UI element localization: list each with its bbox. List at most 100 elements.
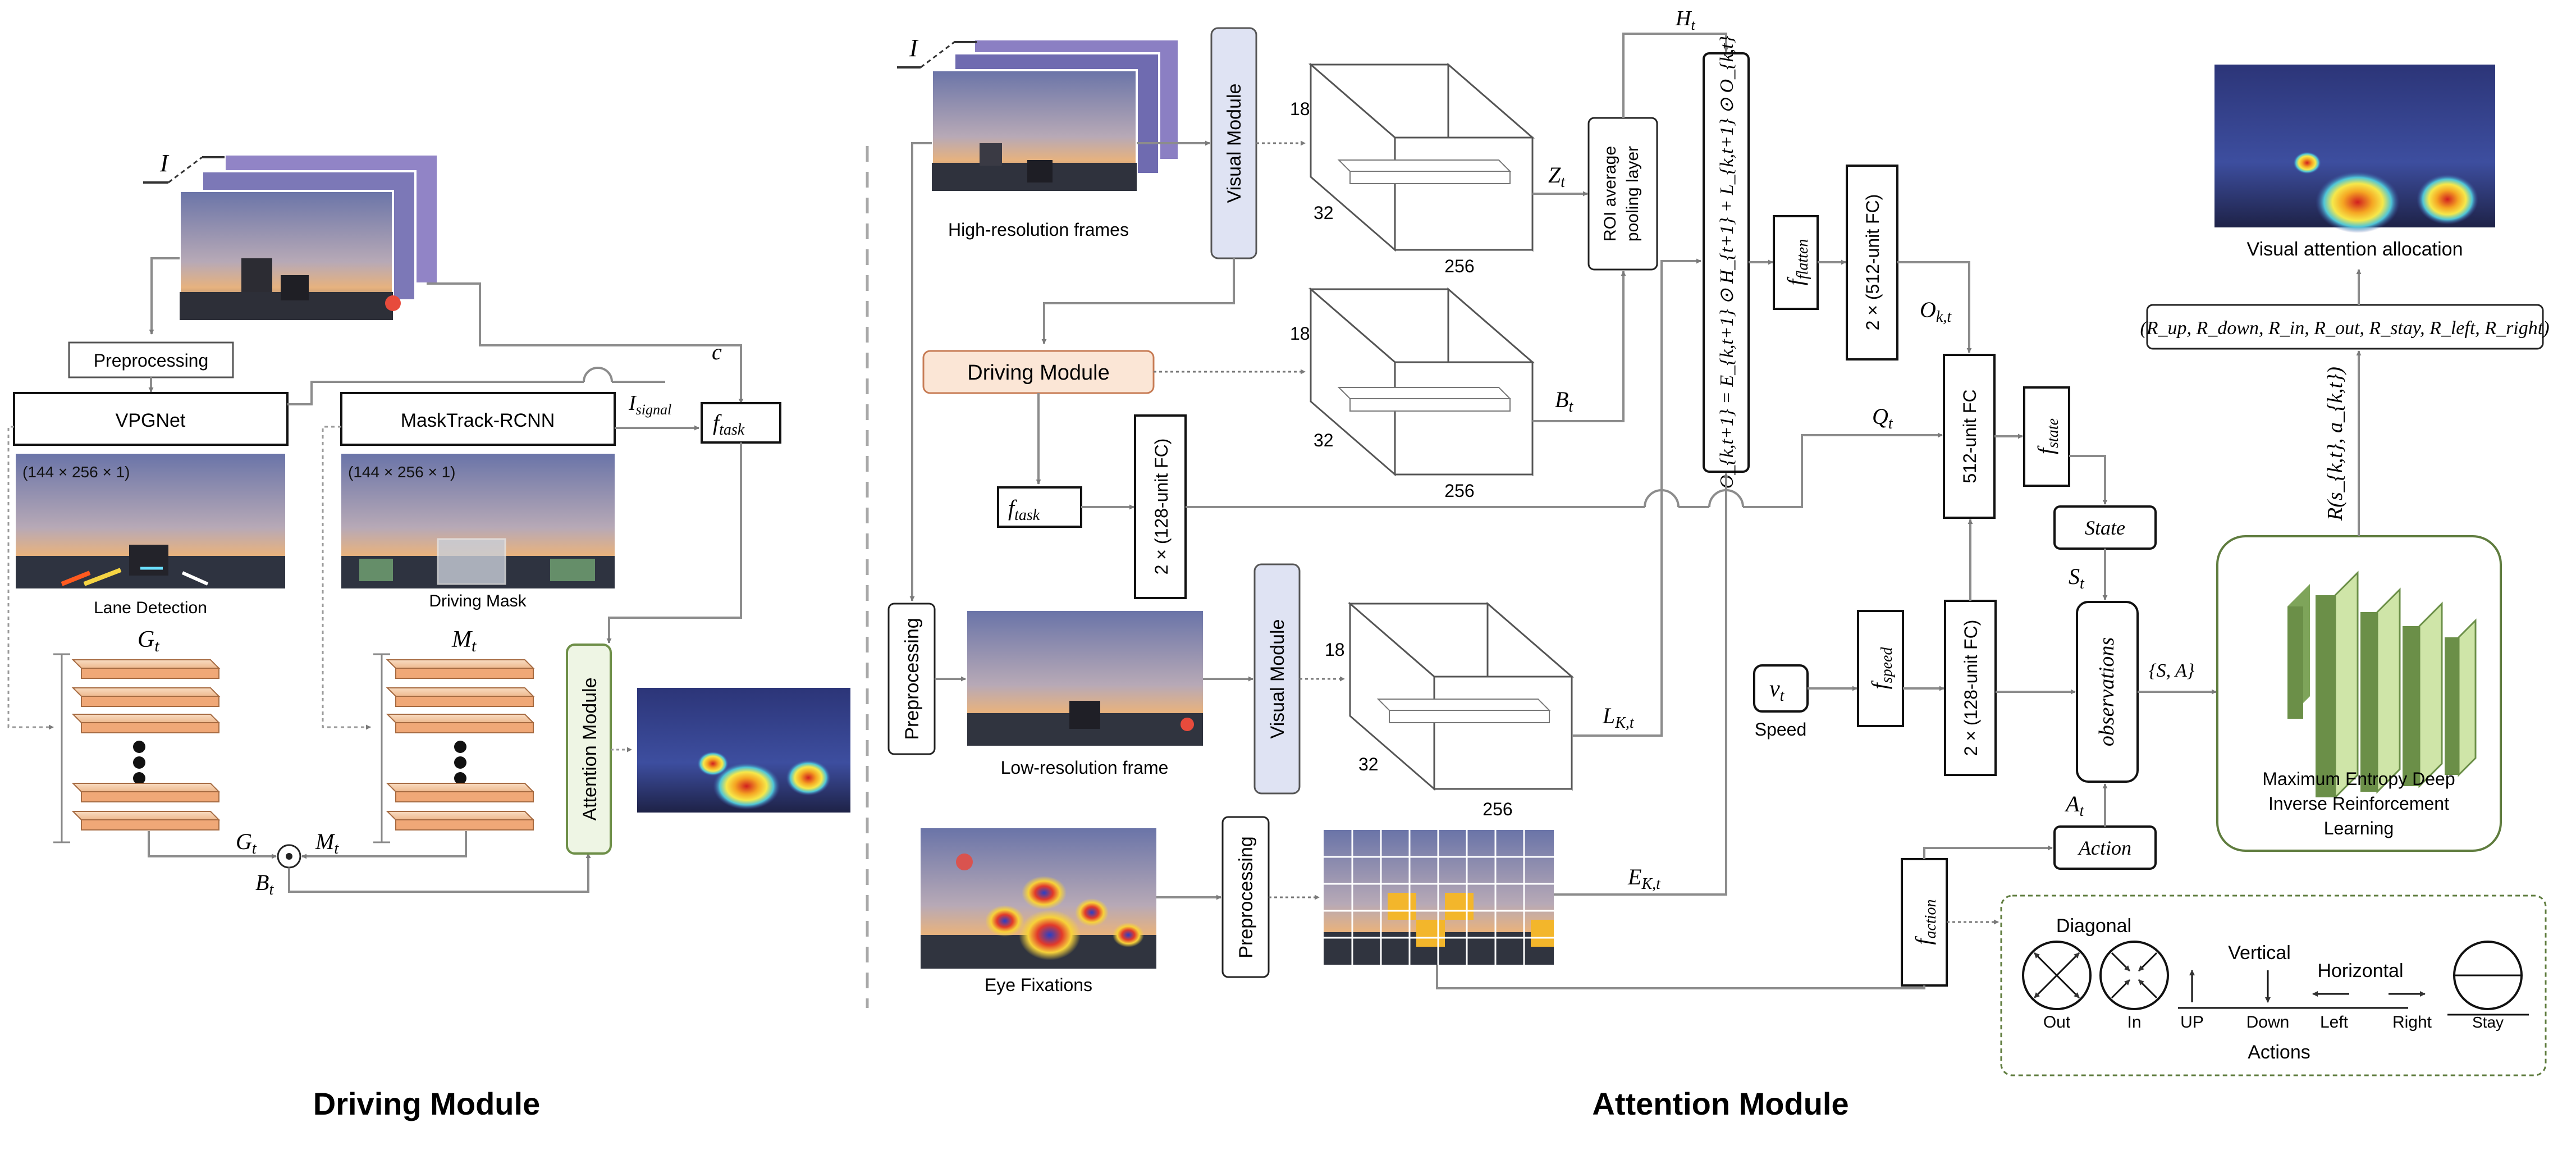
- legend-in: In: [2127, 1013, 2141, 1032]
- eye-caption: Eye Fixations: [985, 975, 1092, 995]
- sa-label: {S, A}: [2149, 660, 2195, 681]
- feature-cube-middle: [1308, 287, 1535, 477]
- preprocessing-label-right: Preprocessing: [902, 618, 923, 740]
- masktrack-label: MaskTrack-RCNN: [401, 410, 555, 431]
- cube-low-height: 32: [1358, 754, 1379, 774]
- attention-module-panel: I High-resolution frames Visual Module 1…: [887, 7, 2550, 1076]
- reward-fn-label: R(s_{k,t}, a_{k,t}): [2323, 367, 2347, 521]
- legend-title: Actions: [2248, 1042, 2310, 1063]
- v-label: vt: [1769, 676, 1785, 705]
- masktrack-box: [340, 392, 616, 446]
- legend-out: Out: [2043, 1013, 2071, 1032]
- fc128-task-label: 2 × (128-unit FC): [1151, 439, 1172, 575]
- irl-network-layers: [2287, 571, 2477, 800]
- cube-low-width: 256: [1483, 799, 1512, 819]
- e-label: EK,t: [1627, 864, 1661, 893]
- c-label: c: [712, 339, 722, 364]
- feature-cube-bottom: [1347, 601, 1575, 791]
- driving-module-label-right: Driving Module: [967, 361, 1109, 385]
- input-label-left: I: [159, 149, 170, 177]
- legend-vertical: Vertical: [2228, 942, 2291, 964]
- g-bottom-label: Gt: [236, 829, 257, 857]
- lane-feature-layers: [53, 653, 221, 843]
- mask-caption: Driving Mask: [429, 592, 527, 610]
- irl-line1: Maximum Entropy Deep: [2262, 769, 2455, 789]
- high-res-frames-stack: [931, 38, 1180, 192]
- legend-diagonal: Diagonal: [2056, 915, 2131, 937]
- input-frames-stack-left: [179, 153, 439, 321]
- action-label: Action: [2078, 837, 2131, 859]
- dims-lane: (144 × 256 × 1): [22, 463, 130, 481]
- fspeed-box: [1857, 610, 1904, 727]
- fstate-label: fstate: [2033, 418, 2062, 454]
- in-action-icon: [2099, 941, 2169, 1010]
- high-res-caption: High-resolution frames: [948, 220, 1129, 240]
- driving-mask-image: [341, 454, 615, 588]
- okt-equation: O_{k,t+1} = E_{k,t+1} ⊙ H_{t+1} + L_{k,t…: [1717, 35, 1737, 489]
- vpgnet-label: VPGNet: [116, 410, 186, 431]
- s-label: St: [2069, 564, 2085, 592]
- b-bottom-label: Bt: [255, 870, 274, 898]
- roi-pooling-box: [1587, 117, 1658, 271]
- preprocessing-bottom-label: Preprocessing: [1236, 836, 1257, 958]
- cube-top-width: 256: [1444, 256, 1474, 276]
- fflatten-label: fflatten: [1783, 239, 1811, 286]
- cube-top-height: 32: [1314, 203, 1334, 223]
- roi-line1: ROI average: [1601, 146, 1619, 241]
- legend-down: Down: [2246, 1013, 2290, 1032]
- observations-label: observations: [2095, 637, 2119, 746]
- fc128-speed-label: 2 × (128-unit FC): [1961, 620, 1981, 756]
- legend-right: Right: [2392, 1013, 2432, 1032]
- m-top-label: Mt: [451, 627, 477, 655]
- fspeed-label: fspeed: [1867, 647, 1896, 690]
- z-label: Zt: [1548, 162, 1566, 191]
- preprocessing-label-left: Preprocessing: [94, 350, 209, 371]
- state-label: State: [2085, 517, 2125, 539]
- legend-horizontal: Horizontal: [2317, 960, 2403, 982]
- mask-feature-layers: [373, 653, 535, 843]
- visual-module-bottom-label: Visual Module: [1267, 619, 1288, 739]
- legend-up: UP: [2180, 1013, 2204, 1032]
- h-label: Ht: [1675, 7, 1695, 33]
- legend-left: Left: [2320, 1013, 2349, 1032]
- driving-module-title: Driving Module: [313, 1086, 540, 1121]
- roi-line2: pooling layer: [1623, 146, 1642, 241]
- m-bottom-label: Mt: [315, 829, 339, 857]
- faction-box: [1901, 858, 1948, 987]
- low-res-frame-image: [967, 611, 1203, 746]
- a-label: At: [2064, 791, 2084, 820]
- attention-module-label-left: Attention Module: [579, 677, 601, 820]
- o-label: Ok,t: [1920, 297, 1952, 326]
- fstate-box: [2023, 386, 2070, 487]
- dims-mask: (144 × 256 × 1): [348, 463, 455, 481]
- fc512x2-label: 2 × (512-unit FC): [1863, 194, 1883, 331]
- cube-top-depth: 18: [1290, 99, 1310, 119]
- isignal-label: Isignal: [628, 391, 671, 418]
- fc128-speed-box: [1944, 600, 1997, 776]
- reward-tuple-box: [2146, 304, 2544, 350]
- q-label: Qt: [1872, 404, 1893, 432]
- lane-caption: Lane Detection: [94, 599, 207, 617]
- g-top-label: Gt: [138, 627, 159, 655]
- preprocessing-box-left: [68, 341, 234, 378]
- eye-fixations-image: [921, 828, 1156, 969]
- bt-label: Bt: [1555, 387, 1573, 416]
- actions-legend: [2000, 895, 2547, 1076]
- driving-module-panel: I Preprocessing VPGNet MaskTrack-RCNN c …: [7, 149, 850, 898]
- out-action-icon: [2022, 941, 2092, 1010]
- cube-mid-width: 256: [1444, 481, 1474, 501]
- low-res-caption: Low-resolution frame: [1001, 757, 1169, 778]
- reward-tuple: (R_up, R_down, R_in, R_out, R_stay, R_le…: [2140, 318, 2549, 339]
- cube-mid-depth: 18: [1290, 323, 1310, 344]
- cube-mid-height: 32: [1314, 430, 1334, 450]
- stay-action-icon: [2447, 941, 2529, 1016]
- ftask-box-right: [997, 486, 1082, 528]
- attention-heatmap-left: [637, 688, 850, 813]
- cube-low-depth: 18: [1325, 640, 1345, 660]
- vpgnet-box: [13, 392, 289, 446]
- l-label: LK,t: [1602, 703, 1635, 732]
- fixation-grid-image: [1324, 830, 1554, 965]
- visual-attention-caption: Visual attention allocation: [2247, 239, 2463, 260]
- ftask-box-left: [701, 402, 781, 444]
